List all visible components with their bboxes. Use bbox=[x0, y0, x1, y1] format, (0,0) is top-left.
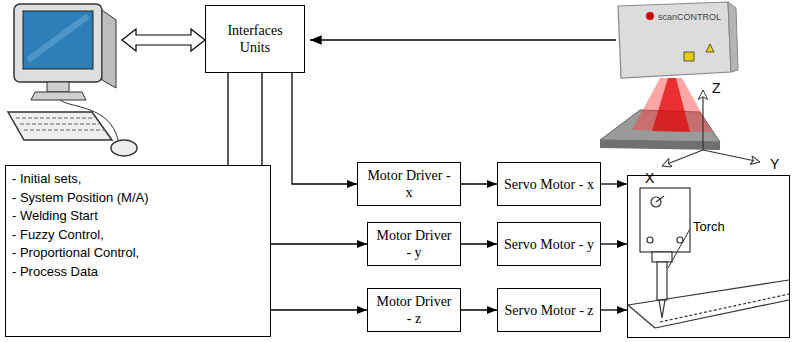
brand-label: scanCONTROL bbox=[658, 12, 721, 23]
signal-arrow bbox=[461, 243, 497, 244]
box-text: Servo Motor - z bbox=[504, 302, 593, 319]
laser-scanner bbox=[600, 2, 738, 150]
box-text: Interfaces Units bbox=[211, 22, 299, 56]
axis-label: Y bbox=[770, 156, 779, 172]
torch-illustration bbox=[628, 188, 789, 328]
sensor-signal-arrow bbox=[310, 39, 616, 40]
process-box: Servo Motor - z bbox=[497, 288, 601, 332]
axis-label: Z bbox=[712, 80, 721, 96]
double-arrow bbox=[122, 29, 205, 51]
process-box: Motor Driver - y bbox=[367, 222, 461, 266]
signal-arrow bbox=[601, 309, 627, 310]
torch-machine-frame: Torch bbox=[627, 175, 790, 338]
box-text: - System Position (M/A) bbox=[12, 189, 264, 208]
signal-arrow bbox=[601, 183, 627, 184]
signal-arrow bbox=[461, 309, 497, 310]
part-label: Torch bbox=[692, 218, 726, 235]
box-text: Motor Driver - x bbox=[363, 167, 455, 201]
computer-icon bbox=[8, 4, 137, 156]
box-text: - Proportional Control, bbox=[12, 244, 264, 263]
axis-label: X bbox=[645, 170, 654, 186]
box-text: - Welding Start bbox=[12, 207, 264, 226]
box-text: Servo Motor - y bbox=[504, 236, 594, 253]
signal-arrow bbox=[601, 243, 627, 244]
process-box: Servo Motor - y bbox=[497, 222, 601, 266]
function-list-box: - Initial sets,- System Position (M/A)- … bbox=[5, 165, 271, 337]
box-text: Motor Driver - y bbox=[373, 227, 455, 261]
box-text: Servo Motor - x bbox=[504, 176, 594, 193]
box-text: - Initial sets, bbox=[12, 170, 264, 189]
process-box: Motor Driver - z bbox=[367, 288, 461, 332]
process-box: Interfaces Units bbox=[205, 5, 305, 73]
signal-arrow bbox=[461, 183, 497, 184]
box-text: - Fuzzy Control, bbox=[12, 226, 264, 245]
process-box: Motor Driver - x bbox=[357, 162, 461, 206]
signal-arrow bbox=[262, 73, 367, 244]
box-text: Motor Driver - z bbox=[373, 293, 455, 327]
process-box: Servo Motor - x bbox=[497, 162, 601, 206]
axis-arrows bbox=[662, 90, 760, 166]
signal-arrow bbox=[292, 73, 357, 184]
box-text: - Process Data bbox=[12, 263, 264, 282]
